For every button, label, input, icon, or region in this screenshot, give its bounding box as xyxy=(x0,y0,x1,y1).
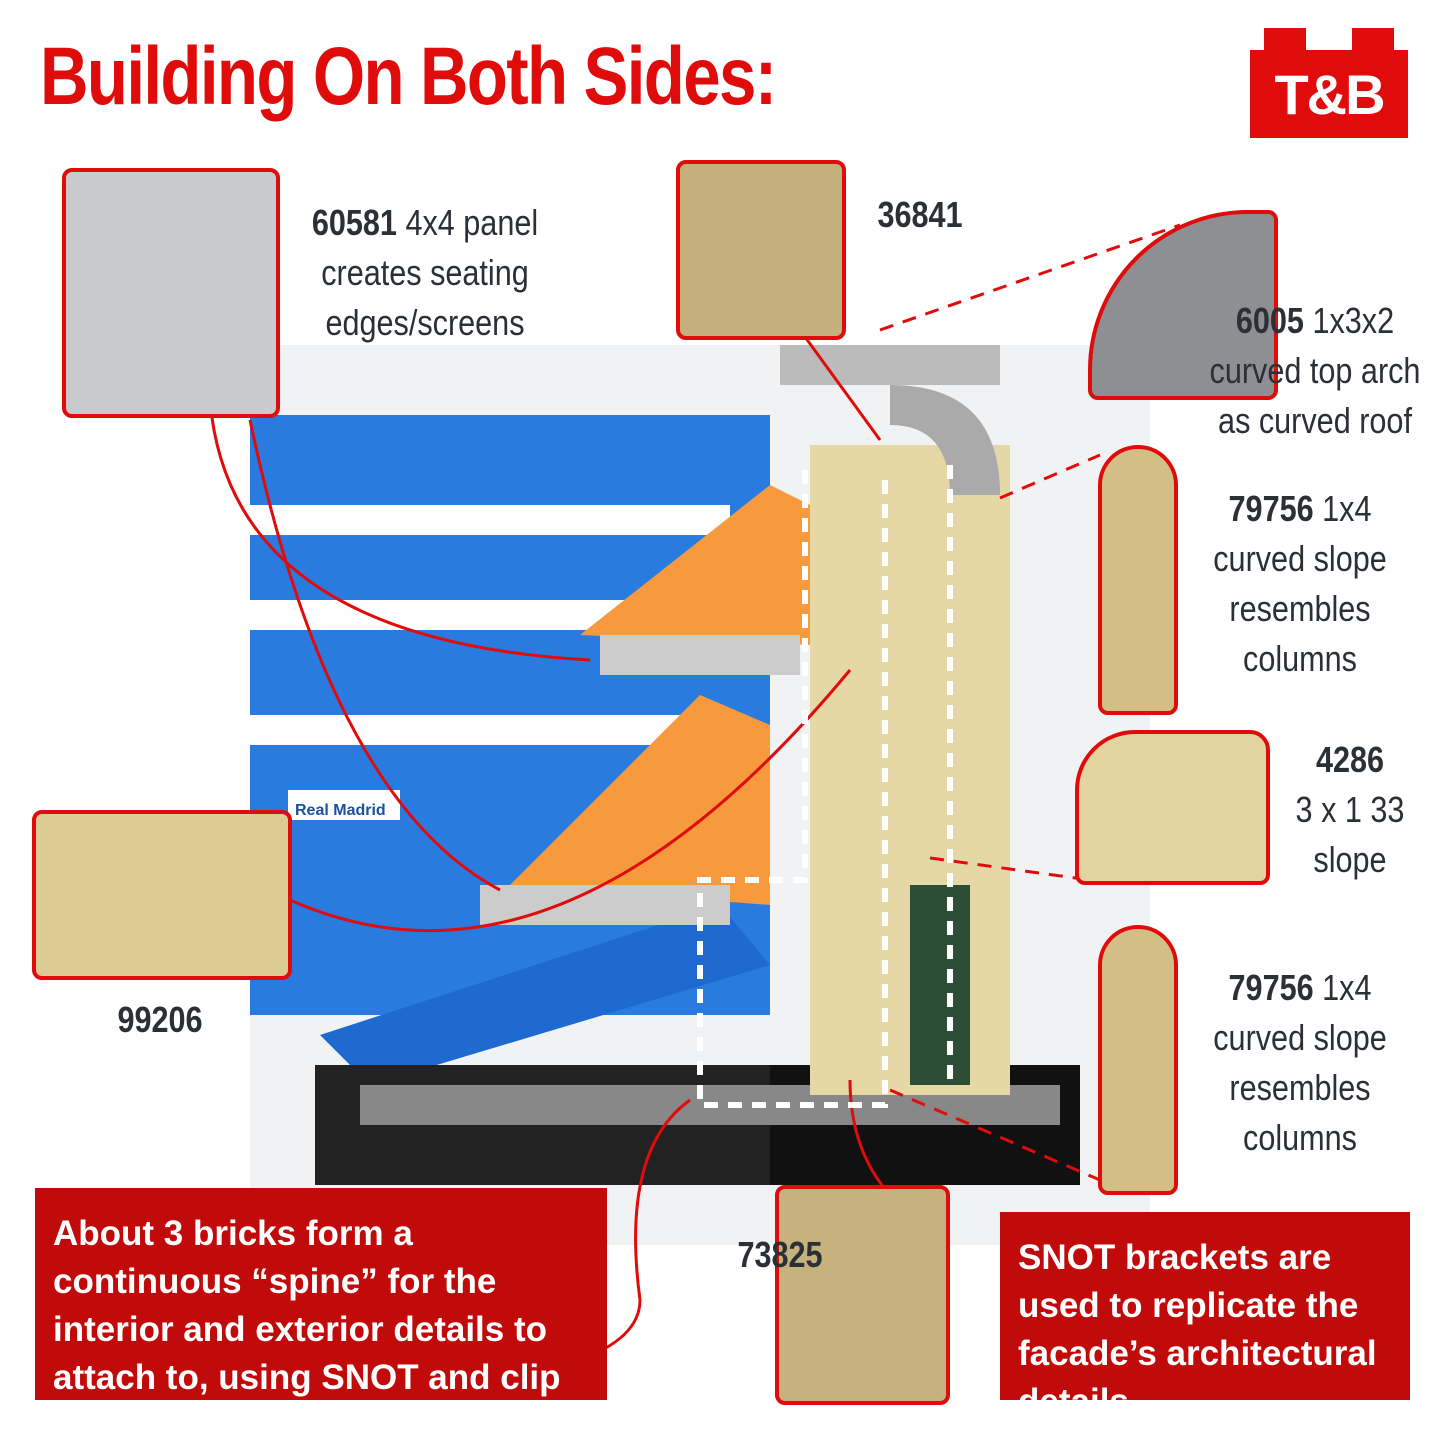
label-4286-num: 4286 xyxy=(1315,739,1385,780)
label-73825-num: 73825 xyxy=(737,1234,823,1275)
label-6005-text2: curved top arch xyxy=(1209,350,1421,391)
arrow-60581-lower xyxy=(248,419,501,892)
part-73825-bracket xyxy=(775,1185,950,1405)
label-4286: 4286 3 x 1 33 slope xyxy=(1291,735,1410,885)
callout-spine: About 3 bricks form a continuous “spine”… xyxy=(35,1188,607,1445)
label-60581-num: 60581 xyxy=(311,202,397,243)
label-79756-upper-num: 79756 xyxy=(1228,488,1314,529)
arrow-73825 xyxy=(848,1079,892,1196)
label-79756-lower-num: 79756 xyxy=(1228,967,1314,1008)
part-6005-arch xyxy=(1088,210,1278,400)
part-60581-panel xyxy=(62,168,280,418)
brand-logo: T&B xyxy=(1250,28,1408,138)
part-79756-slope-2 xyxy=(1098,925,1178,1195)
label-60581-text2: creates seating xyxy=(321,252,529,293)
model-illustration: Real Madrid xyxy=(250,345,1080,1185)
label-4286-text3: slope xyxy=(1313,839,1387,880)
arrow-60581-upper xyxy=(208,399,591,662)
model-photo: Real Madrid xyxy=(250,345,1150,1245)
label-6005-num: 6005 xyxy=(1235,300,1304,341)
real-madrid-label: Real Madrid xyxy=(295,802,386,819)
arrow-99206 xyxy=(289,669,852,933)
label-79756-lower-text1: 1x4 xyxy=(1313,967,1372,1008)
part-79756-slope-1 xyxy=(1098,445,1178,715)
part-4286-slope xyxy=(1075,730,1270,885)
spine-outline xyxy=(697,465,953,1108)
label-6005: 6005 1x3x2 curved top arch as curved roof xyxy=(1205,296,1426,446)
label-79756-upper-text1: 1x4 xyxy=(1313,488,1372,529)
page-title: Building On Both Sides: xyxy=(40,31,777,122)
label-79756-upper-text4: columns xyxy=(1243,638,1357,679)
label-36841: 36841 xyxy=(869,190,971,240)
label-6005-text1: 1x3x2 xyxy=(1303,300,1395,341)
label-99206-num: 99206 xyxy=(117,999,203,1040)
part-99206-plate xyxy=(32,810,292,980)
label-79756-upper-text2: curved slope xyxy=(1213,538,1387,579)
label-79756-upper-text3: resembles xyxy=(1229,588,1371,629)
label-79756-lower-text3: resembles xyxy=(1229,1067,1371,1108)
label-79756-lower: 79756 1x4 curved slope resembles columns xyxy=(1202,963,1398,1163)
label-60581-text3: edges/screens xyxy=(325,302,525,343)
label-60581-text1: 4x4 panel xyxy=(396,202,539,243)
label-73825: 73825 xyxy=(729,1230,831,1280)
arrow-36841 xyxy=(798,329,882,441)
part-36841-bracket xyxy=(676,160,846,340)
callout-snot: SNOT brackets are used to replicate the … xyxy=(1000,1212,1410,1421)
label-6005-text3: as curved roof xyxy=(1218,400,1412,441)
label-4286-text2: 3 x 1 33 xyxy=(1295,789,1405,830)
label-36841-num: 36841 xyxy=(877,194,963,235)
label-79756-upper: 79756 1x4 curved slope resembles columns xyxy=(1202,484,1398,684)
label-79756-lower-text2: curved slope xyxy=(1213,1017,1387,1058)
label-99206: 99206 xyxy=(109,995,211,1045)
label-79756-lower-text4: columns xyxy=(1243,1117,1357,1158)
label-60581: 60581 4x4 panel creates seating edges/scre… xyxy=(310,198,540,348)
